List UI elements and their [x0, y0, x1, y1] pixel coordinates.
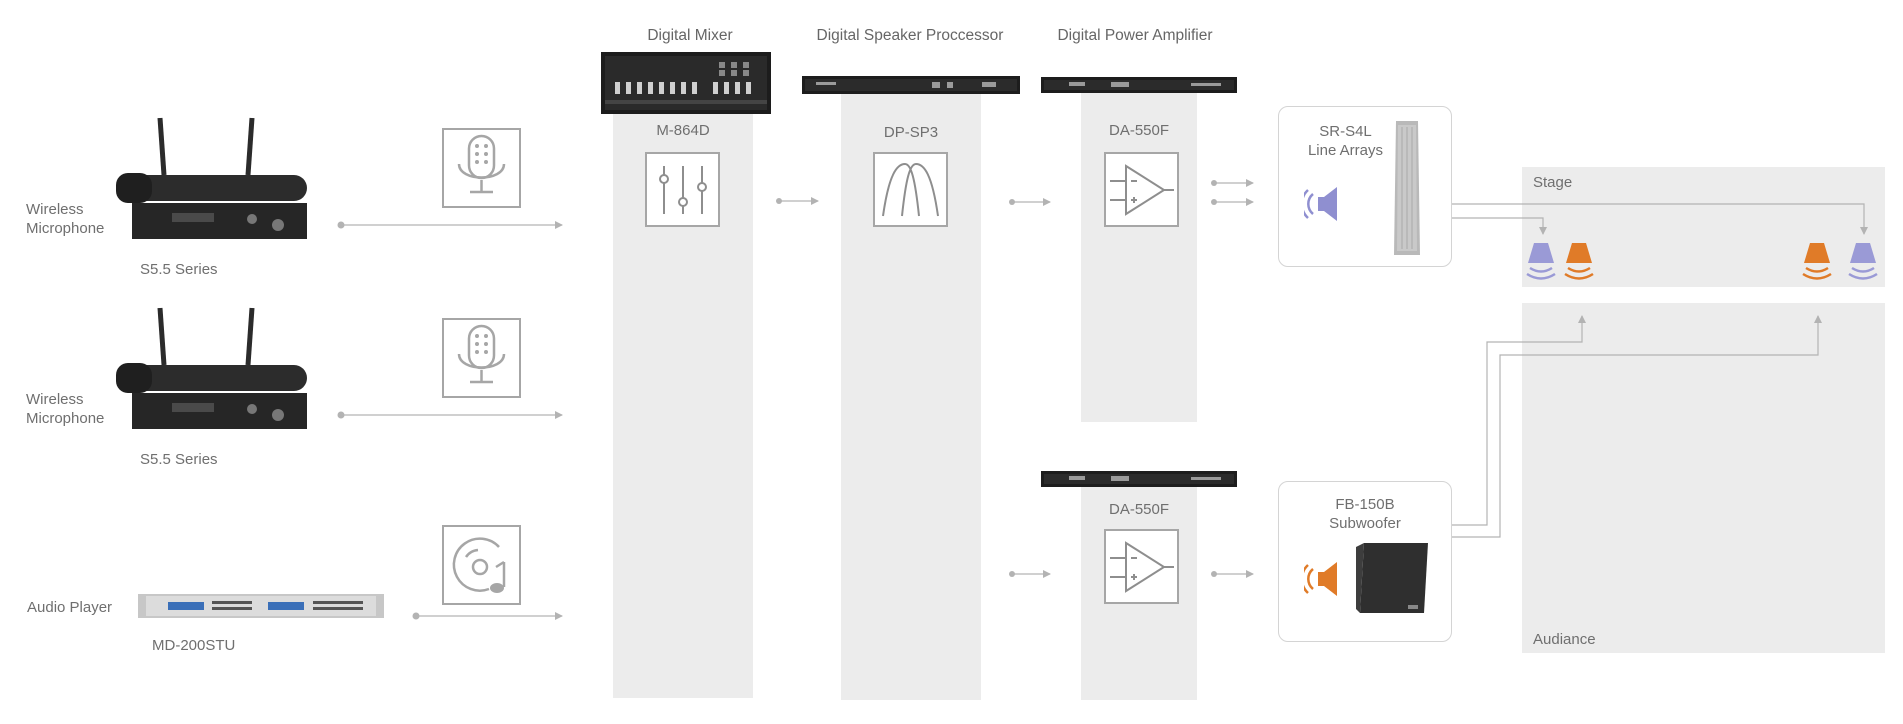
stage-zone: [1522, 167, 1885, 287]
subwoofer-label-line1: FB-150B: [1335, 496, 1395, 513]
header-speaker-processor: Digital Speaker Proccessor: [816, 27, 1004, 44]
source-2-dot: [337, 411, 345, 419]
amp-top-model-label: DA-550F: [1108, 122, 1170, 139]
processor-out-bottom-dot: [1009, 571, 1015, 577]
stage-speaker-right-orange: [1800, 243, 1834, 283]
mixer-out-dot: [776, 198, 782, 204]
line-array-to-left-stage: [1452, 217, 1547, 235]
source-1-label-line1: Wireless: [26, 201, 84, 218]
microphone-icon: [442, 128, 521, 208]
amp-bottom-out-dot: [1211, 571, 1217, 577]
line-array-label-line1: SR-S4L: [1319, 123, 1372, 140]
source-2-label-line1: Wireless: [26, 391, 84, 408]
speaker-purple-icon: [1304, 185, 1346, 223]
source-3-model: MD-200STU: [152, 637, 236, 654]
line-array-speaker: [1392, 121, 1422, 255]
amplifier-top-icon: [1104, 152, 1179, 227]
subwoofer-speaker: [1356, 543, 1428, 615]
microphone-icon: [442, 318, 521, 398]
speaker-orange-icon: [1304, 560, 1346, 598]
sub-to-left-stage: [1452, 315, 1586, 526]
header-digital-mixer: Digital Mixer: [647, 27, 733, 44]
stage-label: Stage: [1533, 174, 1573, 191]
source-1-label-line2: Microphone: [26, 220, 105, 237]
source-2-label-line2: Microphone: [26, 410, 105, 427]
wireless-receiver-2: [112, 305, 348, 435]
sub-to-right-stage: [1452, 315, 1822, 538]
source-2-label: Wireless Microphone: [26, 390, 104, 428]
crossover-filter-icon: [873, 152, 948, 227]
amplifier-bottom-icon: [1104, 529, 1179, 604]
subwoofer-label-line2: Subwoofer: [1329, 515, 1401, 532]
mixer-device: [601, 52, 771, 114]
stage-speaker-left-purple: [1524, 243, 1558, 283]
source-3-label: Audio Player: [27, 599, 113, 616]
amp-top-device: [1041, 77, 1237, 93]
source-1-dot: [337, 221, 345, 229]
audio-player-device: [138, 592, 384, 620]
wireless-receiver-1: [112, 115, 348, 245]
processor-device: [802, 76, 1020, 94]
processor-model-label: DP-SP3: [883, 124, 939, 141]
amp-top-column: [1081, 92, 1197, 422]
amp-out-dot-b: [1211, 199, 1217, 205]
amp-out-dot-a: [1211, 180, 1217, 186]
stage-speaker-left-orange: [1562, 243, 1596, 283]
amp-bottom-model-label: DA-550F: [1108, 501, 1170, 518]
amp-bottom-device: [1041, 471, 1237, 487]
line-array-label-line2: Line Arrays: [1307, 142, 1384, 159]
processor-out-top-dot: [1009, 199, 1015, 205]
line-array-card: [1278, 106, 1452, 267]
source-3-dot: [412, 612, 420, 620]
source-1-label: Wireless Microphone: [26, 200, 104, 238]
audience-label: Audiance: [1533, 631, 1596, 648]
line-array-to-right-stage: [1452, 203, 1868, 235]
header-power-amplifier: Digital Power Amplifier: [1057, 27, 1213, 44]
audience-zone: [1522, 303, 1885, 653]
music-disc-icon: [442, 525, 521, 605]
source-2-model: S5.5 Series: [140, 451, 218, 468]
source-1-model: S5.5 Series: [140, 261, 218, 278]
subwoofer-label: FB-150B Subwoofer: [1278, 495, 1452, 533]
stage-speaker-right-purple: [1846, 243, 1880, 283]
mixer-faders-icon: [645, 152, 720, 227]
mixer-model-label: M-864D: [656, 122, 710, 139]
line-array-label: SR-S4L Line Arrays: [1278, 122, 1413, 160]
